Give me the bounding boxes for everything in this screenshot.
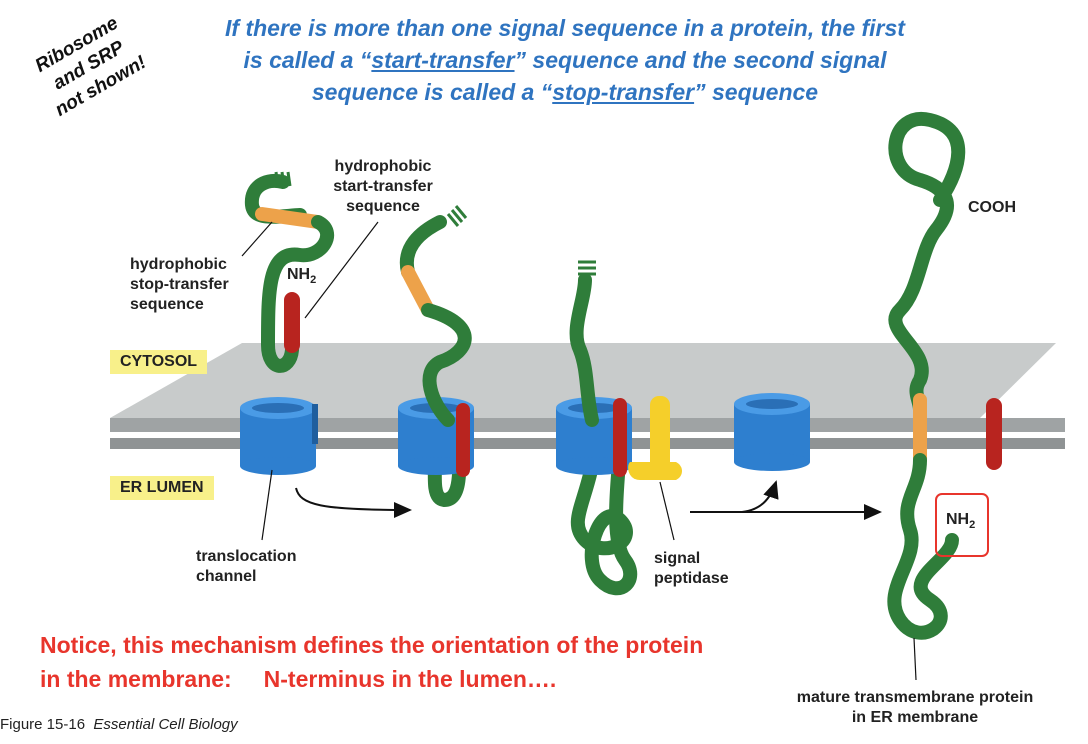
label-line: start-transfer: [333, 178, 433, 195]
label-line: hydrophobic: [334, 158, 432, 175]
stop-transfer-label: hydrophobic stop-transfer sequence: [130, 255, 260, 315]
signal-peptidase-pointer: [659, 481, 675, 541]
headline-text: sequence is called a “: [311, 79, 553, 105]
headline-line-1: If there is more than one signal sequenc…: [225, 15, 905, 41]
mature-protein: [887, 111, 966, 640]
label-line: hydrophobic: [130, 256, 227, 273]
headline-text: ” sequence and the second signal: [514, 47, 887, 73]
cooh-label: COOH: [968, 199, 1016, 216]
start-transfer-label: hydrophobic start-transfer sequence: [318, 157, 448, 217]
label-line: stop-transfer: [130, 276, 229, 293]
headline-text: is called a “: [243, 47, 372, 73]
nh2-label-mature: NH2: [946, 511, 975, 531]
nh2-subscript: 2: [310, 274, 317, 287]
n-terminus-highlight-box: [935, 493, 989, 557]
chain-continues-mark-3: [578, 260, 596, 276]
label-line: sequence: [130, 296, 204, 313]
process-arrow-3: [741, 480, 779, 513]
translocation-channel-4: [734, 393, 810, 471]
nh2-subscript: 2: [969, 519, 976, 532]
orientation-notice: Notice, this mechanism defines the orien…: [40, 628, 800, 696]
translocation-channel-label: translocation channel: [196, 547, 296, 587]
translocation-channel-1: [240, 397, 318, 475]
headline: If there is more than one signal sequenc…: [180, 12, 950, 108]
nh2-text: NH: [287, 266, 311, 283]
nh2-text: NH: [946, 511, 970, 528]
chain-continues-mark-2: [446, 205, 468, 227]
cleaved-signal-sequence: [986, 398, 1002, 470]
label-line: channel: [196, 568, 257, 585]
chain-continues-mark-1: [274, 171, 292, 187]
headline-text: ” sequence: [694, 79, 819, 105]
signal-peptidase-label: signal peptidase: [654, 549, 729, 589]
label-line: translocation: [196, 548, 297, 565]
mature-protein-pointer: [913, 637, 917, 681]
protein-stage-1: [244, 174, 335, 373]
figure-source: Essential Cell Biology: [93, 716, 238, 733]
mature-protein-label: mature transmembrane protein in ER membr…: [770, 688, 1060, 728]
process-arrow-1: [295, 487, 412, 518]
label-line: in ER membrane: [851, 709, 979, 726]
signal-peptidase-shape: [628, 396, 682, 480]
label-line: peptidase: [654, 570, 729, 587]
notice-line-1: Notice, this mechanism defines the orien…: [40, 632, 704, 658]
headline-line-2: is called a “start-transfer” sequence an…: [180, 44, 950, 76]
nh2-label-stage-1: NH2: [287, 266, 316, 286]
protein-stage-3-lumen-loop: [570, 433, 638, 596]
headline-line-3: sequence is called a “stop-transfer” seq…: [180, 76, 950, 108]
start-transfer-term: start-transfer: [371, 47, 515, 73]
label-line: signal: [654, 550, 701, 567]
start-transfer-pointer: [304, 221, 379, 319]
cytosol-tag: CYTOSOL: [110, 350, 208, 374]
figure-number: Figure 15-16: [0, 716, 86, 733]
protein-stage-2: [399, 215, 472, 477]
figure-caption: Figure 15-16 Essential Cell Biology: [0, 716, 238, 733]
translocation-channel-pointer: [261, 469, 273, 541]
stop-transfer-term: stop-transfer: [552, 79, 695, 105]
stop-transfer-pointer: [241, 221, 273, 257]
notice-line-2: in the membrane: N-terminus in the lumen…: [40, 666, 557, 692]
label-line: sequence: [346, 198, 420, 215]
protein-stage-3: [569, 273, 627, 477]
label-line: mature transmembrane protein: [796, 689, 1034, 706]
er-lumen-tag: ER LUMEN: [110, 476, 214, 500]
